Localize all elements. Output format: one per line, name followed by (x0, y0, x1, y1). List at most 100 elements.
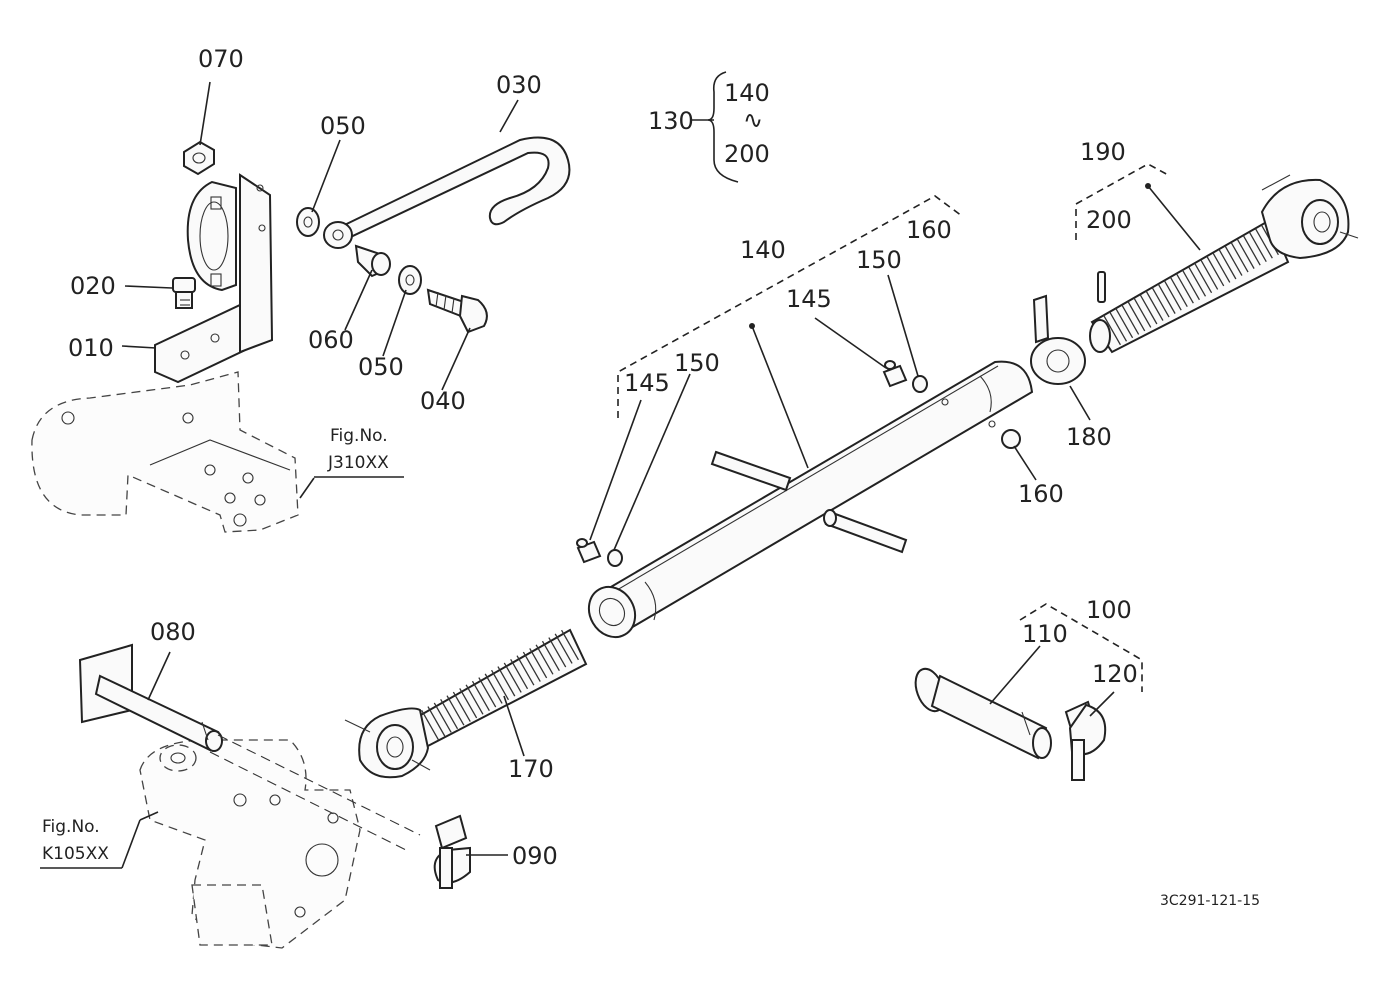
bolt-040 (426, 288, 488, 334)
label-050-upper: 050 (320, 112, 366, 140)
thread-ridge (1127, 301, 1146, 332)
group-bracket-100 (1019, 603, 1143, 692)
label-110: 110 (1022, 620, 1068, 648)
thread-ridge (484, 673, 503, 704)
label-150-upper: 150 (856, 246, 902, 274)
thread-ridge (1248, 231, 1267, 263)
thread-ridge (478, 677, 497, 708)
thread-ridge (1157, 283, 1176, 314)
label-100: 100 (1086, 596, 1132, 624)
lynch-pin-120 (1064, 700, 1107, 781)
thread-ridge (1236, 238, 1255, 269)
thread-ridge (459, 688, 478, 719)
fig-ref-j310: Fig.No. J310XX (314, 426, 404, 478)
label-070: 070 (198, 45, 244, 73)
thread-ridge (1230, 242, 1249, 273)
thread-ridge (529, 648, 548, 679)
thread-ridge (1242, 235, 1261, 266)
thread-ridge (452, 691, 471, 722)
thread-ridge (1169, 276, 1188, 308)
group-dot-140 (749, 323, 755, 329)
end-rod-170 (344, 628, 588, 779)
pin-080 (78, 643, 421, 853)
label-190: 190 (1080, 138, 1126, 166)
range-mark: ∿ (743, 106, 763, 134)
leader-lines (121, 81, 1201, 856)
thread-ridge (1194, 262, 1213, 294)
label-010: 010 (68, 334, 114, 362)
label-200: 200 (1086, 206, 1132, 234)
thread-ridge (1254, 228, 1273, 259)
thread-ridge (1151, 287, 1170, 318)
group-bracket-190 (1075, 163, 1171, 240)
turnbuckle-body-140 (587, 360, 1034, 639)
label-150-lower: 150 (674, 349, 720, 377)
thread-ridge (446, 695, 465, 726)
thread-ridge (554, 633, 573, 664)
group-bracket-140 (617, 195, 963, 418)
pin-110 (914, 667, 1052, 760)
label-090: 090 (512, 842, 558, 870)
thread-ridge (491, 669, 509, 701)
grease-fitting-145-lower (576, 538, 602, 564)
label-140: 140 (740, 236, 786, 264)
label-160: 160 (1018, 480, 1064, 508)
label-140-group: 140 (724, 79, 770, 107)
washer-150-lower (607, 549, 623, 567)
label-170: 170 (508, 755, 554, 783)
thread-ridge (440, 699, 459, 730)
label-030: 030 (496, 71, 542, 99)
thread-ridge (1175, 273, 1194, 304)
thread-ridge (522, 651, 541, 682)
thread-ridge (497, 666, 516, 697)
label-160-group: 160 (906, 216, 952, 244)
washer-050-upper (296, 207, 353, 249)
thread-ridge (541, 640, 560, 671)
thread-ridge (516, 655, 535, 686)
label-145-lower: 145 (624, 369, 670, 397)
thread-ridge (1103, 314, 1121, 346)
fig-ref-j310-code: J310XX (327, 453, 389, 473)
thread-ridge (1163, 280, 1182, 311)
label-020: 020 (70, 272, 116, 300)
thread-ridge (421, 709, 439, 741)
fig-ref-k105-title: Fig.No. (42, 817, 100, 837)
thread-ridge (465, 684, 484, 715)
thread-ridge (1212, 252, 1231, 283)
lynch-pin-090 (433, 814, 471, 889)
thread-ridge (1121, 304, 1140, 335)
thread-ridge (548, 637, 567, 668)
label-050-lower: 050 (358, 353, 404, 381)
lock-nut-180 (1030, 294, 1086, 385)
roll-pin-200 (1097, 271, 1106, 303)
thread-ridge (535, 644, 554, 675)
ghost-housing-k105 (139, 739, 361, 949)
fig-ref-k105-code: K105XX (42, 844, 109, 864)
thread-ridge (1224, 245, 1243, 276)
hook-pin-030 (328, 136, 571, 244)
label-060: 060 (308, 326, 354, 354)
thread-ridge (1218, 249, 1237, 280)
fig-ref-k105: Fig.No. K105XX (40, 817, 141, 869)
thread-ridge (561, 629, 579, 661)
nut-070 (183, 140, 215, 176)
thread-ridge (1182, 269, 1200, 301)
washer-050-lower (398, 265, 422, 295)
thread-ridge (1206, 256, 1225, 287)
bolt-020 (172, 277, 196, 309)
label-145-upper: 145 (786, 285, 832, 313)
group-brace-130 (707, 71, 739, 183)
thread-ridge (427, 706, 446, 737)
label-180: 180 (1066, 423, 1112, 451)
group-dot-190 (1145, 183, 1151, 189)
ghost-housing-j310 (31, 371, 299, 533)
label-120: 120 (1092, 660, 1138, 688)
collar-060 (354, 244, 391, 278)
label-080: 080 (150, 618, 196, 646)
thread-ridge (1109, 311, 1128, 342)
thread-ridge (503, 662, 522, 693)
thread-ridge (1133, 297, 1152, 328)
thread-ridge (1188, 266, 1207, 297)
label-200-group: 200 (724, 140, 770, 168)
